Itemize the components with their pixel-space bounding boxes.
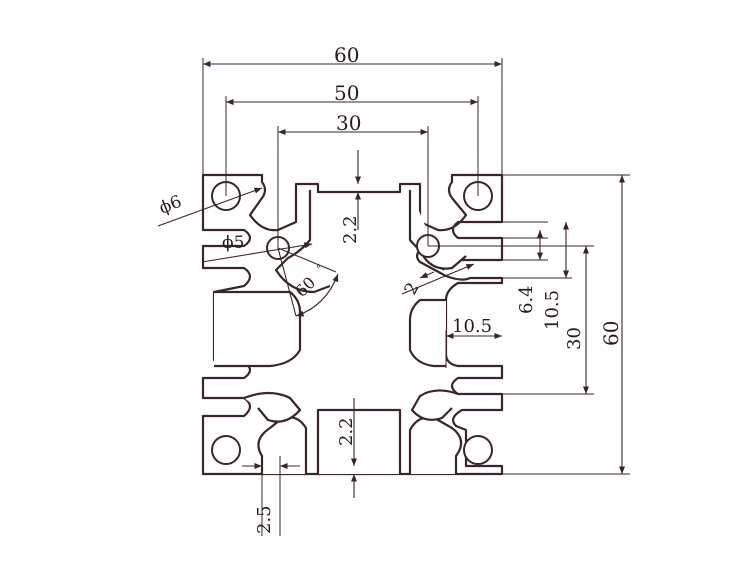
wall-top-dimension: 2.2 — [340, 150, 362, 244]
wall-bottom-dimension: 2.2 — [336, 398, 358, 498]
label-30-top: 30 — [336, 111, 361, 135]
label-50: 50 — [334, 81, 359, 105]
lip-dimension: 2.5 — [242, 456, 300, 536]
label-6-4: 6.4 — [516, 285, 537, 314]
top-dimensions: 60 50 30 — [202, 43, 503, 248]
label-60-right: 60 — [599, 321, 623, 346]
diameter-callouts: ϕ6 ϕ5 — [156, 187, 313, 263]
label-phi6: ϕ6 — [156, 192, 184, 219]
label-2-2-top: 2.2 — [340, 215, 361, 244]
label-60-top: 60 — [334, 43, 359, 67]
corner-hole-bottom-left — [211, 435, 241, 465]
label-phi5: ϕ5 — [222, 233, 244, 253]
web-dimension: 10.5 — [445, 316, 502, 368]
label-10-5-web: 10.5 — [452, 316, 492, 337]
degree-mark: ° — [316, 264, 321, 275]
label-10-5-right: 10.5 — [542, 290, 563, 330]
right-dimensions: 6.4 10.5 30 60 — [428, 174, 630, 475]
label-30-right: 30 — [564, 327, 585, 350]
label-2-5: 2.5 — [254, 505, 275, 534]
corner-hole-bottom-right — [463, 435, 493, 465]
label-2-2-bottom: 2.2 — [336, 417, 357, 446]
